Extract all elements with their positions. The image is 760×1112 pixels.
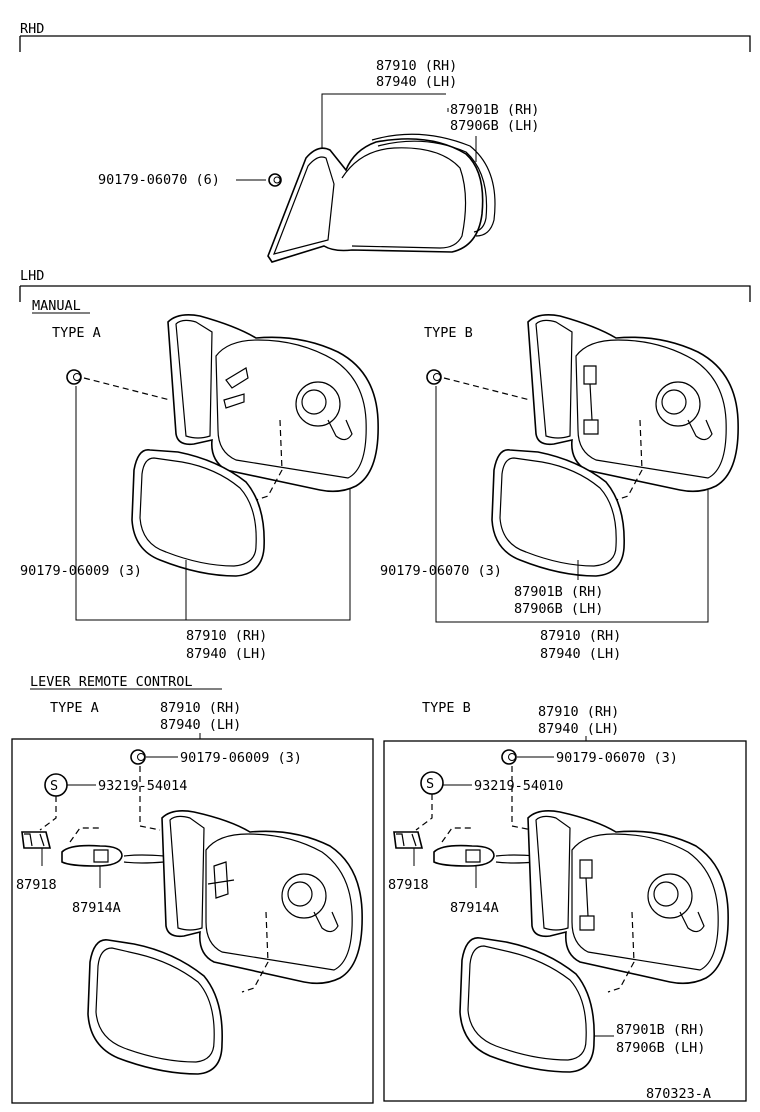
lever-b-knob-label: 87918 [388,877,429,893]
lever-a-housing [161,810,363,993]
manual-a-leader [75,386,351,621]
rhd-glass-lh-label: 87906B (LH) [450,118,539,134]
lever-a-nut-icon [130,749,146,765]
lever-a-lever-dash [69,827,100,843]
lever-a-screw-label: 93219-54014 [98,778,187,794]
lever-b-frame [383,740,747,1102]
rhd-section: RHD 87910 (RH) 87940 (LH) 87901B (RH) 87… [19,21,751,263]
lever-a-mirror-rh-label: 87910 (RH) [160,700,241,716]
manual-label: MANUAL [32,298,81,314]
manual-b-nut-icon [426,369,442,385]
lhd-section: LHD MANUAL [19,268,751,314]
lever-a-screw-icon: S [44,773,68,797]
manual-type-b: TYPE B 90179-06070 (3) 87901B (RH) 87906… [380,314,739,662]
lever-section: LEVER REMOTE CONTROL [30,674,222,690]
manual-b-glass [491,449,625,577]
lever-a-knob-icon [21,831,52,849]
lever-type-b-label: TYPE B [422,700,471,716]
lever-b-nut-dash [511,766,533,831]
lever-b-screw-dash [415,794,433,831]
lever-b-screw-label: 93219-54010 [474,778,563,794]
manual-b-mirror-lh-label: 87940 (LH) [540,646,621,662]
manual-a-nut-dash [83,377,171,401]
lever-b-mirror-lh-label: 87940 (LH) [538,721,619,737]
lever-type-a-label: TYPE A [50,700,99,716]
manual-b-glass-lh-label: 87906B (LH) [514,601,603,617]
manual-b-mirror-rh-label: 87910 (RH) [540,628,621,644]
manual-a-mirror-lh-label: 87940 (LH) [186,646,267,662]
svg-text:S: S [50,778,58,794]
figure-code: 870323-A [646,1086,711,1102]
lever-a-cable [123,854,165,864]
lever-b-nut-label: 90179-06070 (3) [556,750,678,766]
lever-b-housing [527,810,729,993]
lever-b-nut-icon [501,749,517,765]
lever-b-glass-lh-label: 87906B (LH) [616,1040,705,1056]
lever-b-lever-dash [441,827,472,843]
manual-type-b-label: TYPE B [424,325,473,341]
lever-type-a: TYPE A 87910 (RH) 87940 (LH) 90179-06009… [11,700,374,1104]
rhd-mirror-leader [321,93,446,150]
lever-a-nut-label: 90179-06009 (3) [180,750,302,766]
manual-b-glass-rh-label: 87901B (RH) [514,584,603,600]
manual-a-mirror-rh-label: 87910 (RH) [186,628,267,644]
rhd-mirror-rh-label: 87910 (RH) [376,58,457,74]
rhd-nut-label: 90179-06070 (6) [98,172,220,188]
manual-b-nut-label: 90179-06070 (3) [380,563,502,579]
svg-text:S: S [426,776,434,792]
lever-b-mirror-rh-label: 87910 (RH) [538,704,619,720]
manual-a-nut-icon [66,369,82,385]
lever-type-b: TYPE B 87910 (RH) 87940 (LH) 90179-06070… [383,700,747,1102]
lever-a-mirror-lh-label: 87940 (LH) [160,717,241,733]
manual-a-housing [167,314,379,501]
manual-b-nut-dash [443,377,531,401]
rhd-mirror-drawing [267,133,496,263]
manual-type-a: TYPE A 90179-06009 (3) 87910 (RH) 87940 … [20,314,379,662]
manual-a-glass [131,449,265,577]
rhd-nut-icon [268,173,282,187]
rhd-label: RHD [20,21,44,37]
lever-a-lever-icon [61,844,123,867]
lever-a-glass [87,939,223,1075]
rhd-glass-leader [447,108,477,162]
lever-a-lever-label: 87914A [72,900,121,916]
lever-b-knob-icon [393,831,424,849]
lever-label: LEVER REMOTE CONTROL [30,674,193,690]
lhd-bracket [19,285,751,302]
lever-a-nut-dash [139,766,161,831]
manual-type-a-label: TYPE A [52,325,101,341]
lever-a-knob-label: 87918 [16,877,57,893]
rhd-bracket [19,35,751,52]
lever-b-lever-label: 87914A [450,900,499,916]
manual-a-nut-label: 90179-06009 (3) [20,563,142,579]
lever-b-lever-icon [433,844,495,867]
rhd-mirror-lh-label: 87940 (LH) [376,74,457,90]
lever-b-glass-rh-label: 87901B (RH) [616,1022,705,1038]
manual-b-housing [527,314,739,501]
lever-a-screw-dash [39,796,57,831]
lever-b-screw-icon: S [420,771,444,795]
lever-b-glass [459,937,595,1073]
manual-b-leader [435,386,709,623]
rhd-glass-rh-label: 87901B (RH) [450,102,539,118]
lever-a-frame [11,738,374,1104]
lhd-label: LHD [20,268,44,284]
